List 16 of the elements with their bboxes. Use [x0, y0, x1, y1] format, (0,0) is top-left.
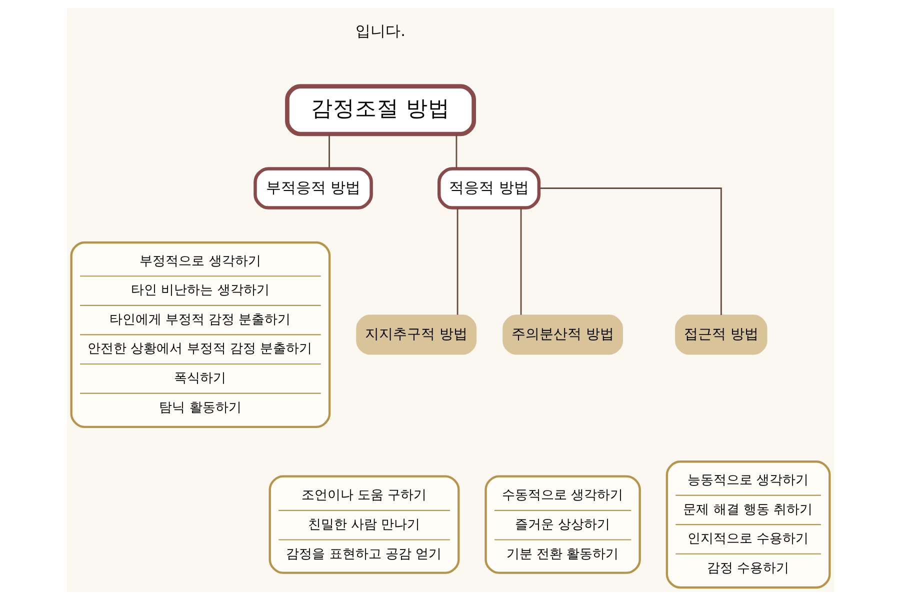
connector — [456, 208, 458, 315]
node-box: 지지추구적 방법 — [356, 314, 476, 355]
node-box: 접근적 방법 — [674, 314, 767, 355]
node-box: 주의분산적 방법 — [502, 314, 622, 355]
node-box: 조언이나 도움 구하기 친밀한 사람 만나기 감정을 표현하고 공감 얻기 — [268, 475, 460, 574]
connector — [538, 188, 722, 315]
connector — [455, 134, 457, 168]
connector — [520, 208, 522, 315]
node-box: 부적응적 방법 — [253, 167, 372, 210]
label: 입니다. — [355, 22, 405, 40]
node-box: 수동적으로 생각하기 즐거운 상상하기 기분 전환 활동하기 — [484, 475, 640, 574]
node-box: 적응적 방법 — [436, 167, 540, 210]
connector — [328, 134, 330, 168]
node-box: 능동적으로 생각하기 문제 해결 행동 취하기 인지적으로 수용하기 감정 수용하기 — [665, 460, 830, 589]
node-box: 감정조절 방법 — [284, 84, 476, 136]
node-box: 부정적으로 생각하기 타인 비난하는 생각하기 타인에게 부정적 감정 분출하기 안전한 상황에서 부정적 감정 분출하기 폭식하기 탐닉 활동하기 — [70, 241, 330, 428]
